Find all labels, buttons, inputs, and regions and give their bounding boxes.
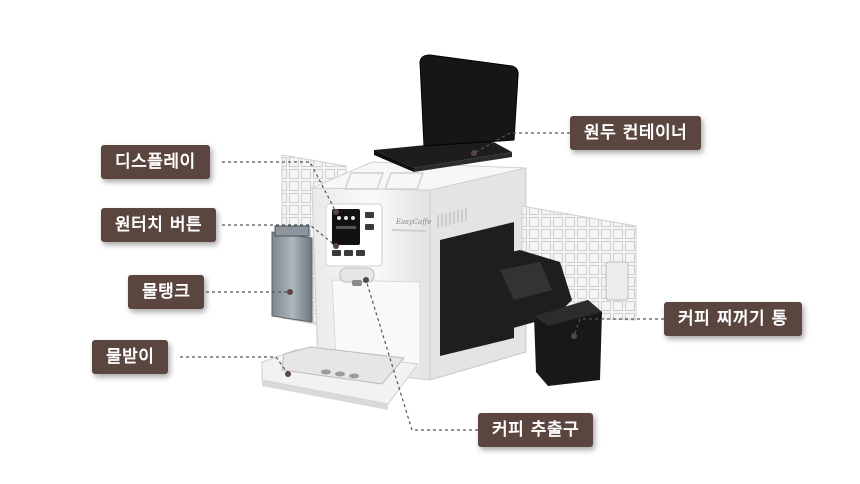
label-drip-tray: 물받이: [92, 340, 169, 374]
water-tank: [271, 225, 313, 323]
display-panel: [325, 203, 383, 267]
leader-bean: [473, 132, 570, 154]
grounds-bin: [534, 300, 602, 386]
bean-container: [374, 54, 519, 172]
leader-drip: [180, 356, 289, 375]
label-water-tank: 물탱크: [128, 275, 205, 309]
machine-body: [311, 161, 527, 381]
drip-tray: [261, 346, 419, 410]
label-bean-container: 원두 컨테이너: [570, 116, 702, 150]
one-touch-buttons: [332, 212, 374, 256]
leader-lines: [180, 132, 664, 431]
brew-unit: [486, 250, 572, 330]
leader-button: [222, 224, 337, 247]
leader-spout: [365, 279, 478, 431]
leader-dots: [285, 150, 577, 377]
brand-mark: EasyCaffe: [395, 218, 431, 226]
leader-grounds: [573, 318, 664, 337]
label-display: 디스플레이: [101, 145, 210, 179]
label-one-touch-button: 원터치 버튼: [101, 208, 217, 242]
label-coffee-spout: 커피 추출구: [478, 413, 594, 447]
label-grounds-bin: 커피 찌꺼기 통: [664, 302, 802, 336]
